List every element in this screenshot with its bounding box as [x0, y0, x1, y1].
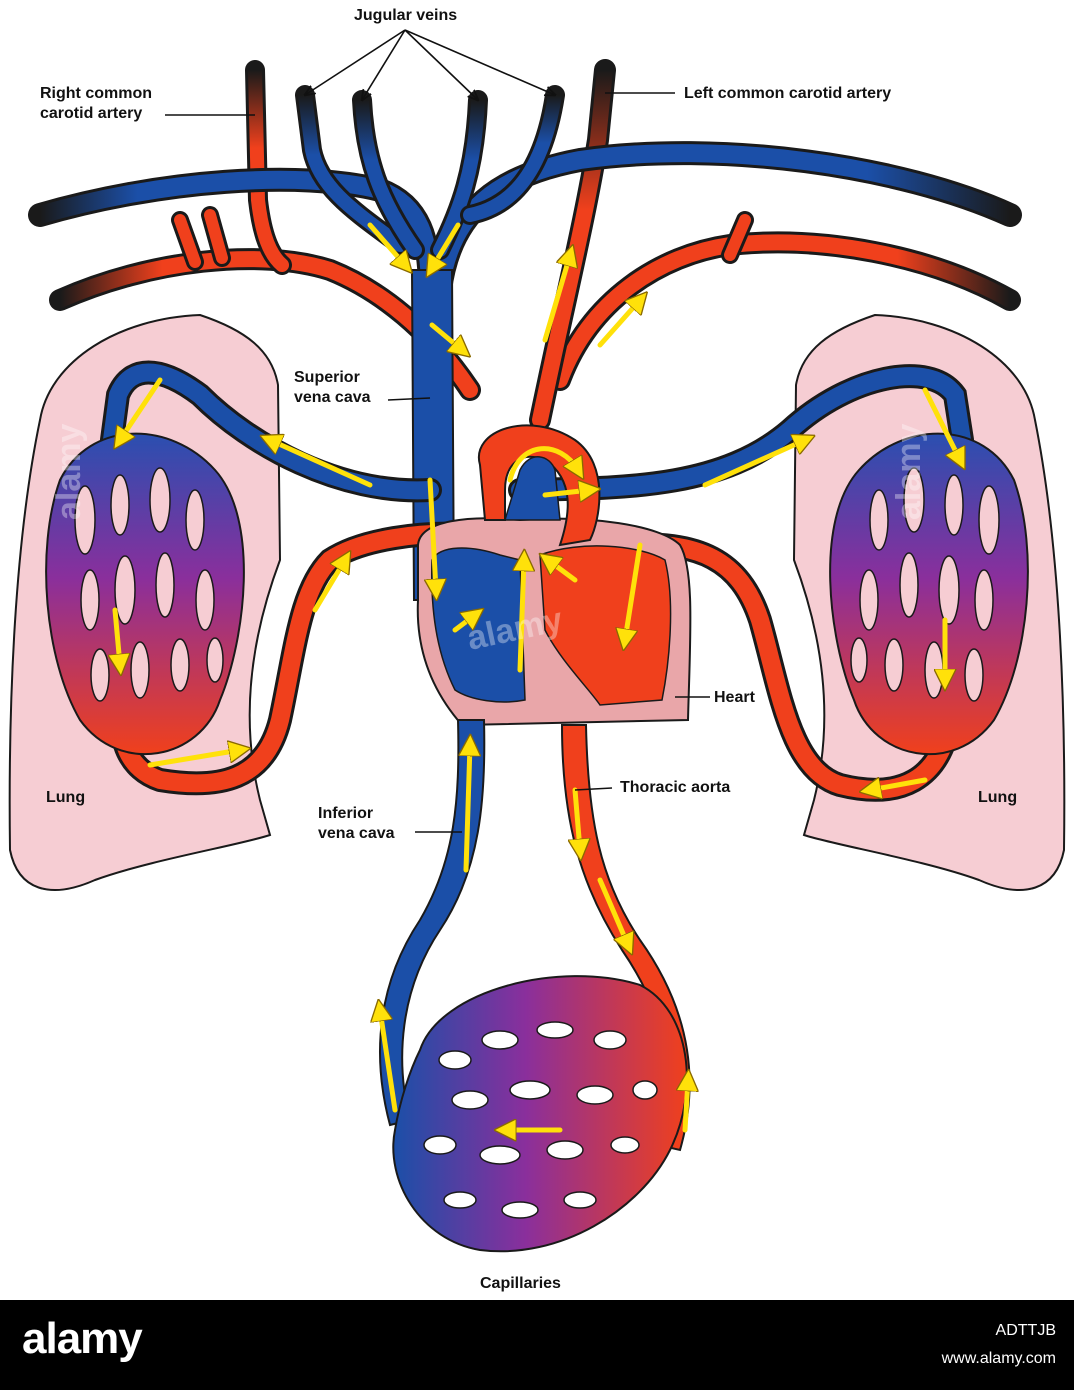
left-lung-capillaries: [45, 432, 245, 755]
label-right-common-carotid-artery: Right common carotid artery: [40, 85, 152, 122]
svg-text:alamy: alamy: [50, 424, 88, 520]
svg-text:alamy: alamy: [890, 424, 928, 520]
label-lung-right: Lung: [978, 789, 1018, 806]
circulatory-system-diagram: alamy alamy alamy: [8, 29, 1066, 1253]
pulmonary-veins: [100, 360, 974, 503]
label-lung-left: Lung: [46, 789, 86, 806]
systemic-capillaries: [392, 975, 688, 1253]
alamy-logo[interactable]: alamy: [22, 1314, 143, 1363]
stock-image-id: ADTTJB: [995, 1322, 1056, 1339]
label-superior-vena-cava: Superior vena cava: [294, 369, 371, 406]
flow-arrows: [115, 222, 960, 1130]
upper-veins: [28, 85, 1022, 302]
label-capillaries: Capillaries: [480, 1275, 561, 1292]
footer-bar: [0, 1300, 1074, 1390]
label-thoracic-aorta: Thoracic aorta: [620, 779, 731, 796]
label-heart: Heart: [714, 689, 755, 706]
label-inferior-vena-cava: Inferior vena cava: [318, 805, 395, 842]
right-lung-capillaries: [829, 432, 1029, 755]
leader-lines: [165, 29, 710, 833]
site-url-link[interactable]: www.alamy.com: [941, 1350, 1056, 1367]
label-jugular-veins: Jugular veins: [354, 7, 458, 24]
heart: [416, 424, 692, 727]
label-left-common-carotid-artery: Left common carotid artery: [684, 85, 892, 102]
